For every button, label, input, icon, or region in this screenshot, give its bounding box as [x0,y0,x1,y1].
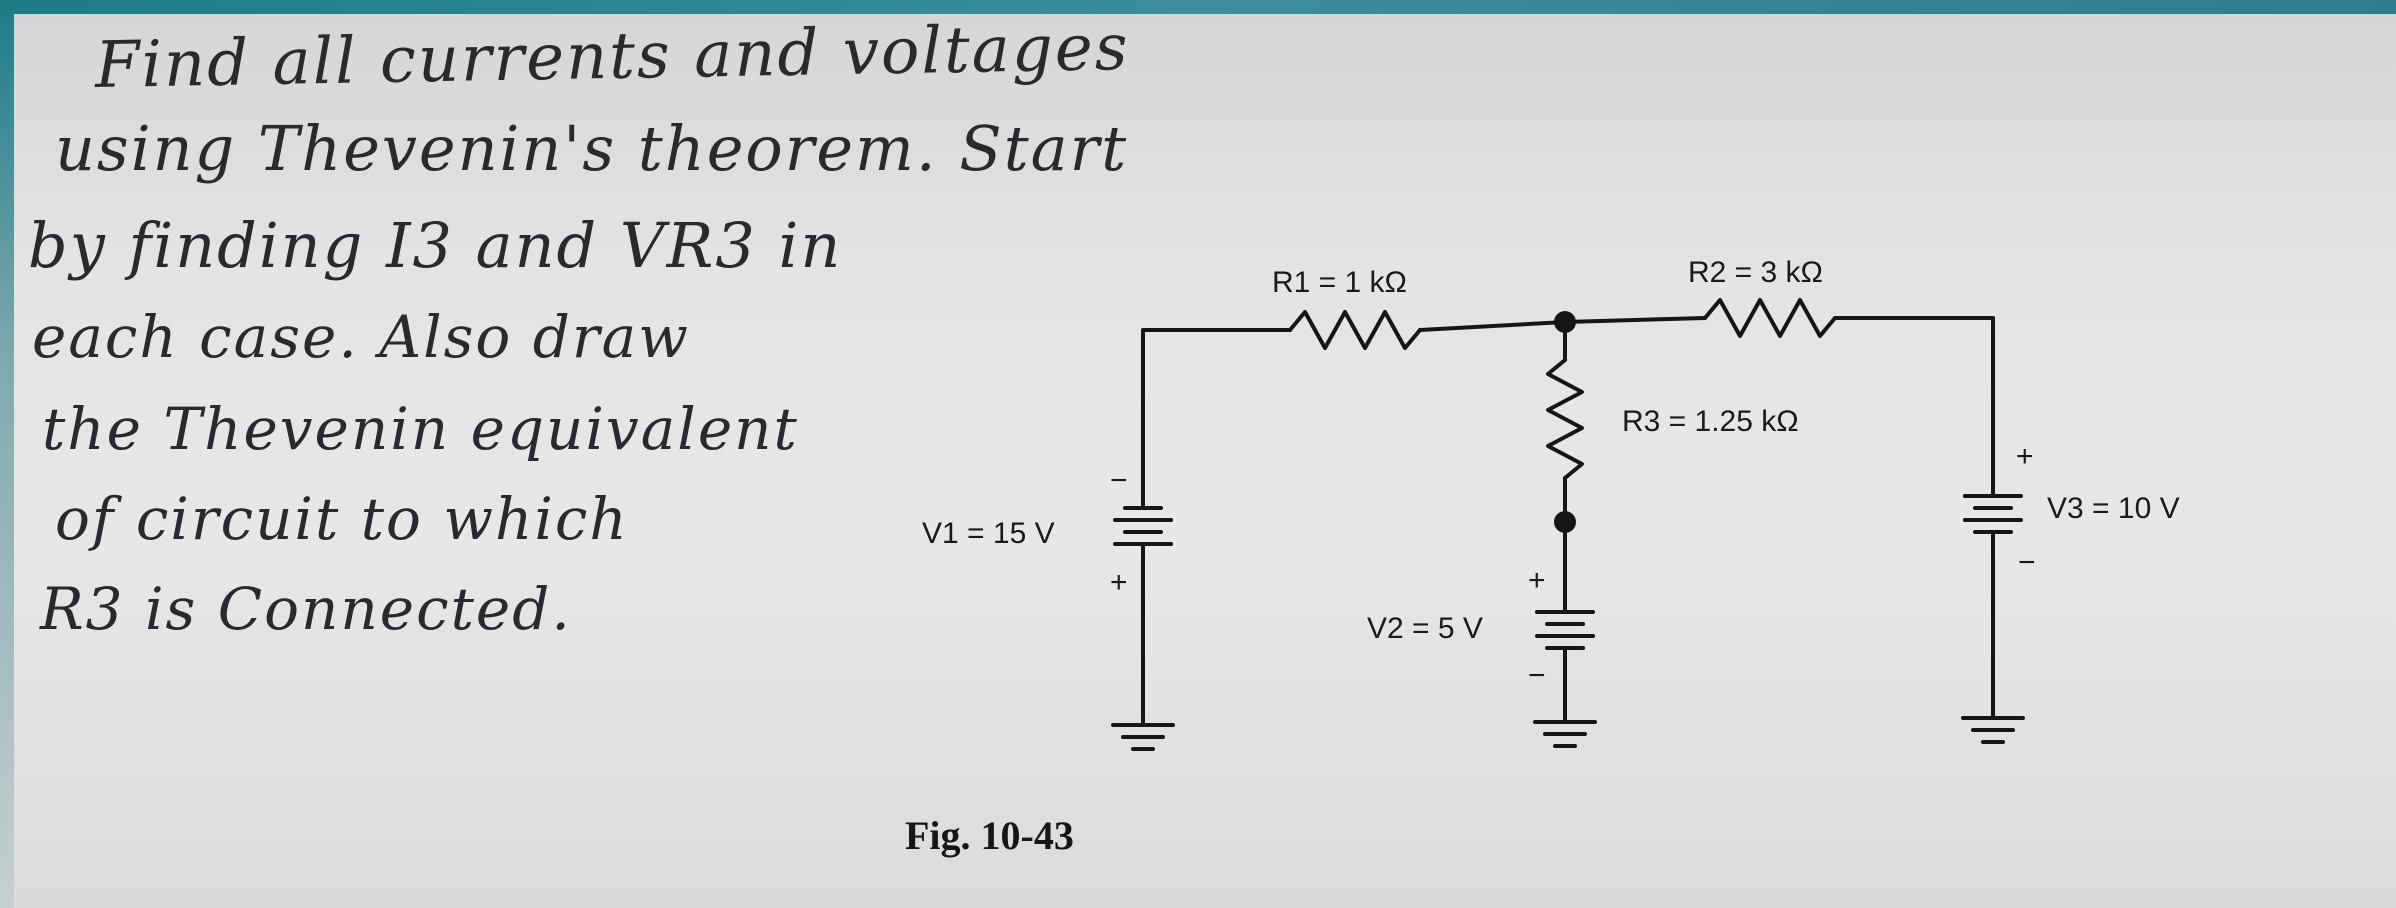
label-v3: V3 = 10 V [2047,492,2180,525]
note-line-3: by finding I3 and VR3 in [28,209,843,282]
resistor-r1 [1288,310,1422,350]
note-line-6: of circuit to which [55,485,629,553]
resistor-r3 [1546,358,1584,480]
polarity-v1-plus: + [1110,566,1128,599]
label-v1: V1 = 15 V [922,517,1055,550]
note-line-7: R3 is Connected. [40,575,572,643]
label-v2: V2 = 5 V [1367,612,1483,645]
polarity-v2-plus: + [1528,564,1546,597]
label-r1: R1 = 1 kΩ [1272,266,1407,299]
figure-caption: Fig. 10-43 [905,813,1074,858]
polarity-v1-minus: − [1110,464,1128,497]
background-edge-left [0,0,14,908]
note-line-5: the Thevenin equivalent [42,395,799,463]
note-line-4: each case. Also draw [32,303,690,371]
junction-node-r3-bottom [1554,511,1576,533]
resistor-r2 [1703,298,1837,338]
label-r3: R3 = 1.25 kΩ [1622,405,1799,438]
polarity-v3-plus: + [2016,440,2034,473]
wire-right [1833,316,1995,492]
background-edge [0,0,2396,14]
wire-left [1141,328,1292,492]
note-line-2: using Thevenin's theorem. Start [55,112,1129,185]
label-r2: R2 = 3 kΩ [1688,256,1823,289]
junction-node-top [1554,311,1576,333]
polarity-v2-minus: − [1528,659,1546,692]
polarity-v3-minus: − [2018,546,2036,579]
